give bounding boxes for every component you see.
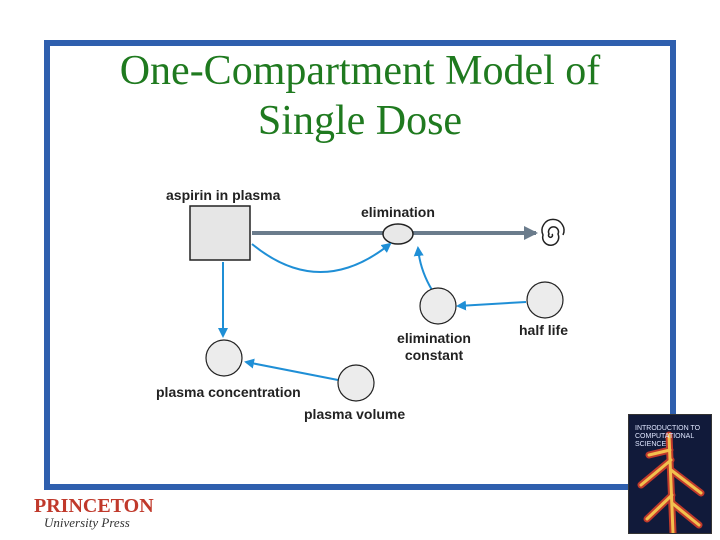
converter-plasma-concentration: [205, 339, 243, 377]
slide-title-line2: Single Dose: [257, 98, 463, 144]
flow-label: elimination: [361, 204, 435, 220]
stock-label: aspirin in plasma: [166, 187, 281, 203]
publisher-subtitle: University Press: [44, 515, 130, 530]
elimination-constant-label-line1: elimination: [397, 330, 471, 346]
connector-stock-to-flow: [251, 242, 392, 273]
plasma-volume-label: plasma volume: [304, 406, 406, 422]
slide-frame: [44, 40, 676, 490]
connector-volume-to-concentration: [244, 358, 339, 381]
publisher-name: PRINCETON: [34, 495, 154, 517]
stock-box: [189, 205, 251, 261]
sink-cloud-icon: [541, 218, 565, 246]
flow-valve: [382, 223, 414, 245]
elimination-constant-label-line2: constant: [404, 347, 464, 363]
slide-title-line1: One-Compartment Model of: [119, 48, 601, 94]
converter-elimination-constant: [419, 287, 457, 325]
connector-constant-to-flow: [413, 246, 433, 291]
converter-plasma-volume: [337, 364, 375, 402]
half-life-label: half life: [519, 322, 569, 338]
slide-title: One-Compartment Model of Single Dose: [44, 46, 676, 146]
book-cover-image: Introduction to Computational Science: [628, 414, 712, 534]
book-cover-art: [629, 415, 711, 533]
converter-half-life: [526, 281, 564, 319]
publisher-logo: PRINCETON University Press: [34, 496, 154, 530]
elimination-constant-label: elimination constant: [392, 330, 476, 364]
book-title: Introduction to Computational Science: [635, 425, 701, 448]
connector-halflife-to-constant: [456, 300, 527, 311]
plasma-concentration-label: plasma concentration: [156, 384, 301, 400]
